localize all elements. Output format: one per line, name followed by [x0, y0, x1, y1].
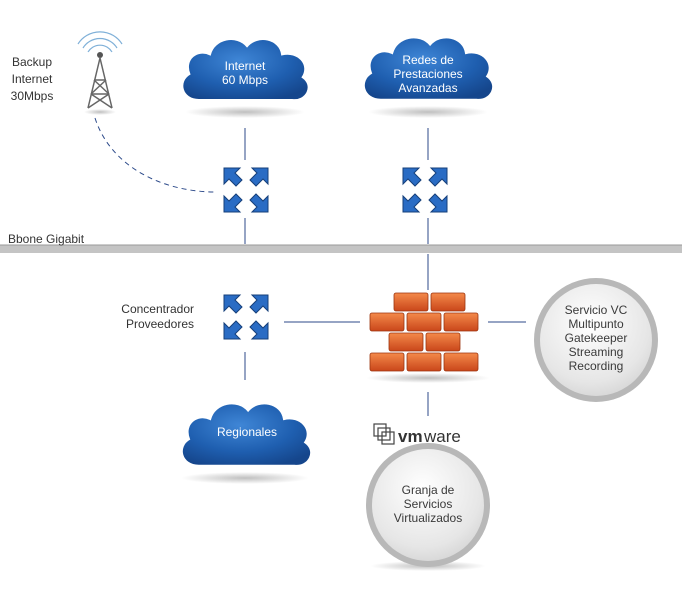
regionales-cloud: Regionales: [181, 402, 312, 484]
concentrador-label: Concentrador Proveedores: [121, 302, 194, 331]
svg-text:Servicio VC: Servicio VC: [565, 303, 628, 317]
router-icon-concentrador: [223, 294, 269, 340]
svg-text:Virtualizados: Virtualizados: [394, 511, 462, 525]
router-icon-redes: [402, 167, 448, 213]
svg-text:Avanzadas: Avanzadas: [398, 81, 457, 95]
svg-text:Gatekeeper: Gatekeeper: [565, 331, 628, 345]
vmware-ware-text: ware: [423, 427, 461, 446]
servicio-circle: Servicio VC Multipunto Gatekeeper Stream…: [534, 278, 658, 402]
redes-cloud: Redes de Prestaciones Avanzadas: [363, 36, 494, 118]
line-backup-dashed: [94, 117, 217, 193]
svg-text:60 Mbps: 60 Mbps: [222, 73, 268, 87]
svg-text:Streaming: Streaming: [569, 345, 624, 359]
svg-text:Internet: Internet: [12, 72, 53, 86]
brick-firewall-icon: [366, 292, 490, 383]
router-icon-internet: [223, 167, 269, 213]
svg-text:30Mbps: 30Mbps: [11, 89, 54, 103]
internet-cloud: Internet 60 Mbps: [181, 38, 310, 118]
backbone-label: Bbone Gigabit: [8, 232, 85, 246]
svg-text:Recording: Recording: [569, 359, 624, 373]
svg-text:Backup: Backup: [12, 55, 52, 69]
svg-text:Prestaciones: Prestaciones: [393, 67, 462, 81]
granja-circle: Granja de Servicios Virtualizados: [366, 443, 490, 571]
svg-text:Proveedores: Proveedores: [126, 317, 194, 331]
svg-text:Internet: Internet: [225, 59, 266, 73]
svg-text:Concentrador: Concentrador: [121, 302, 194, 316]
svg-text:Granja de: Granja de: [402, 483, 455, 497]
svg-text:Multipunto: Multipunto: [568, 317, 624, 331]
connection-lines: [94, 117, 526, 416]
svg-text:Servicios: Servicios: [404, 497, 453, 511]
radio-tower-icon: [77, 31, 123, 115]
backbone-bar: [0, 245, 682, 253]
vmware-vm-text: vm: [398, 427, 423, 446]
backup-label: Backup Internet 30Mbps: [11, 55, 54, 103]
vmware-logo-icon: vm ware: [373, 423, 461, 446]
svg-text:Regionales: Regionales: [217, 425, 277, 439]
svg-text:Redes de: Redes de: [402, 53, 454, 67]
